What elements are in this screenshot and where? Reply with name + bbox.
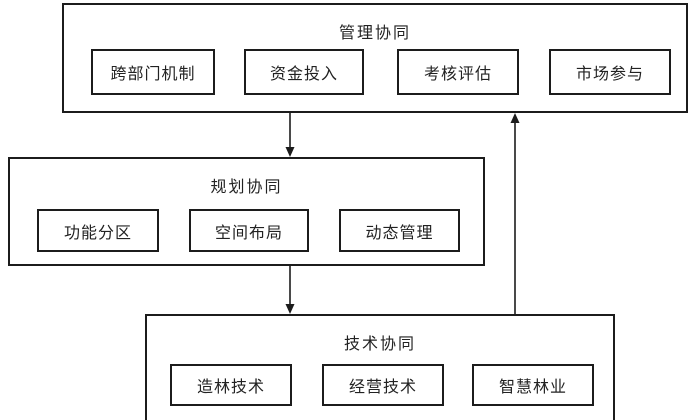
node-afforestation-technology: 造林技术 <box>170 364 292 406</box>
group-title-technology-coordination: 技术协同 <box>343 336 416 353</box>
node-functional-zoning: 功能分区 <box>37 209 159 252</box>
arrow-technology-to-management <box>510 113 520 314</box>
group-title-management-coordination: 管理协同 <box>338 25 411 42</box>
group-box-planning-coordination: 规划协同 功能分区 空间布局 动态管理 <box>8 157 485 266</box>
group-title-planning-coordination: 规划协同 <box>210 179 283 196</box>
node-smart-forestry: 智慧林业 <box>472 364 594 406</box>
node-cross-department-mechanism: 跨部门机制 <box>91 49 215 95</box>
node-dynamic-management: 动态管理 <box>339 209 460 252</box>
node-management-technology: 经营技术 <box>322 364 444 406</box>
arrow-management-to-planning <box>285 113 295 157</box>
group-box-management-coordination: 管理协同 跨部门机制 资金投入 考核评估 市场参与 <box>62 3 688 113</box>
group-box-technology-coordination: 技术协同 造林技术 经营技术 智慧林业 <box>145 314 615 420</box>
node-assessment-evaluation: 考核评估 <box>397 49 519 95</box>
node-capital-investment: 资金投入 <box>244 49 364 95</box>
arrow-planning-to-technology <box>285 266 295 314</box>
node-market-participation: 市场参与 <box>549 49 671 95</box>
node-spatial-layout: 空间布局 <box>189 209 309 252</box>
